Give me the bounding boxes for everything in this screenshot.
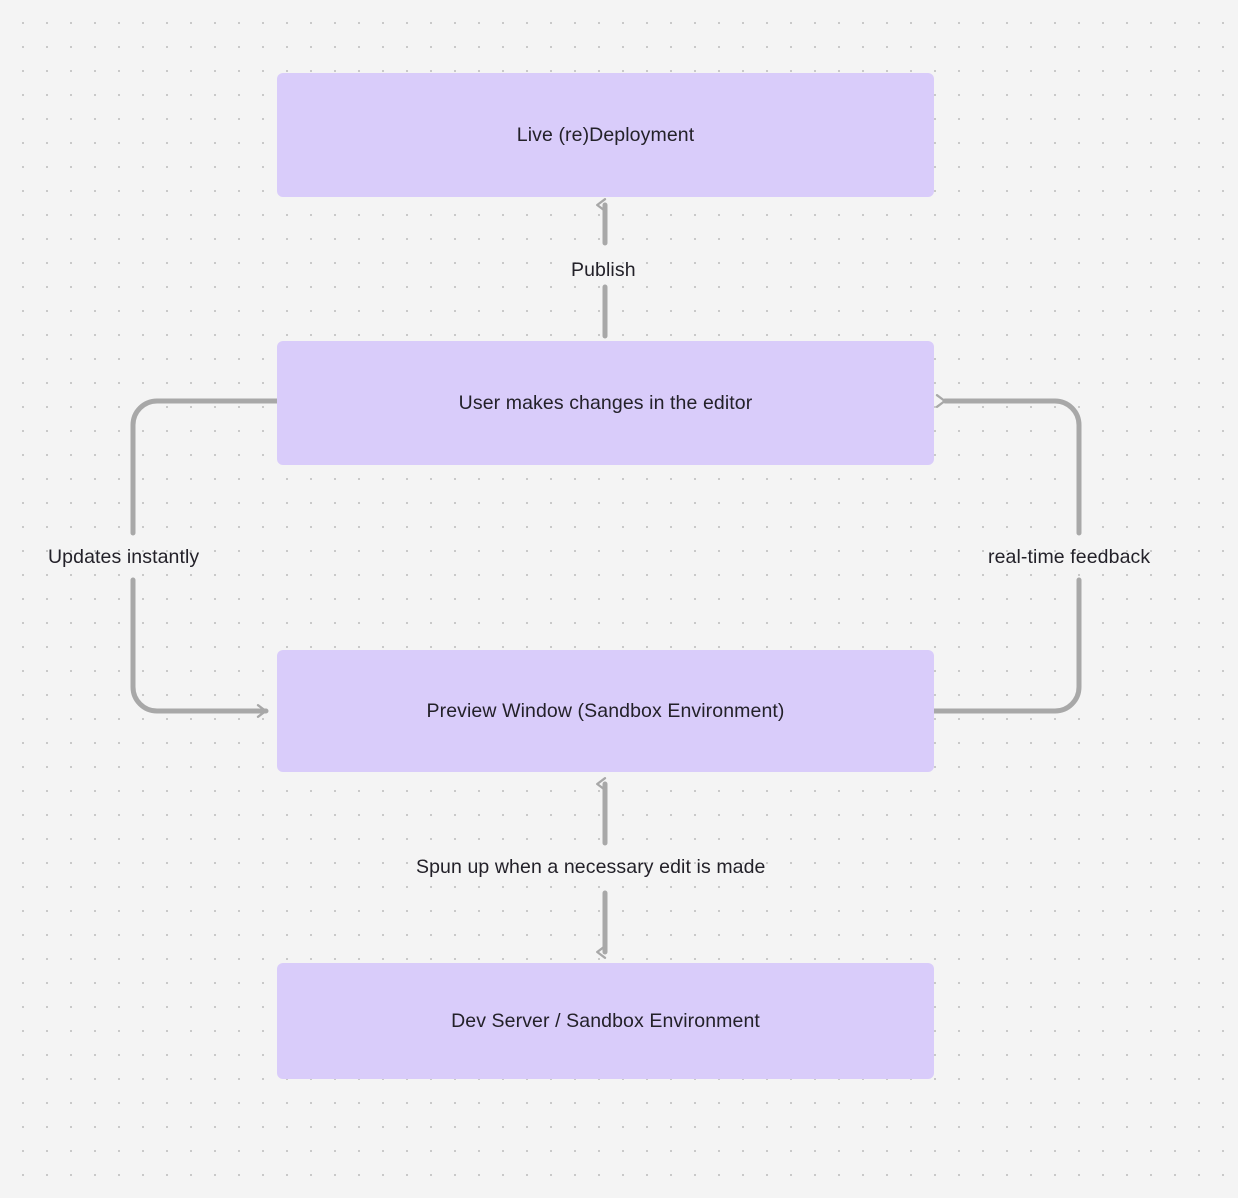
edge-real-time-feedback-lower bbox=[931, 577, 1082, 714]
edge-label-publish: Publish bbox=[571, 259, 636, 281]
node-preview-window-label: Preview Window (Sandbox Environment) bbox=[426, 699, 785, 722]
node-live-deployment[interactable]: Live (re)Deployment bbox=[277, 73, 934, 197]
edge-label-real-time-feedback: real-time feedback bbox=[988, 546, 1151, 568]
edge-updates-instantly-upper bbox=[130, 398, 280, 536]
node-dev-server-label: Dev Server / Sandbox Environment bbox=[451, 1009, 760, 1032]
edge-real-time-feedback-upper bbox=[935, 394, 1082, 536]
node-preview-window[interactable]: Preview Window (Sandbox Environment) bbox=[277, 650, 934, 772]
edge-label-updates-instantly: Updates instantly bbox=[48, 546, 200, 568]
node-live-deployment-label: Live (re)Deployment bbox=[516, 123, 695, 146]
edge-label-spun-up: Spun up when a necessary edit is made bbox=[416, 856, 766, 878]
edge-updates-instantly-lower bbox=[130, 577, 269, 718]
node-user-edits[interactable]: User makes changes in the editor bbox=[277, 341, 934, 465]
node-dev-server[interactable]: Dev Server / Sandbox Environment bbox=[277, 963, 934, 1079]
node-user-edits-label: User makes changes in the editor bbox=[458, 391, 753, 414]
